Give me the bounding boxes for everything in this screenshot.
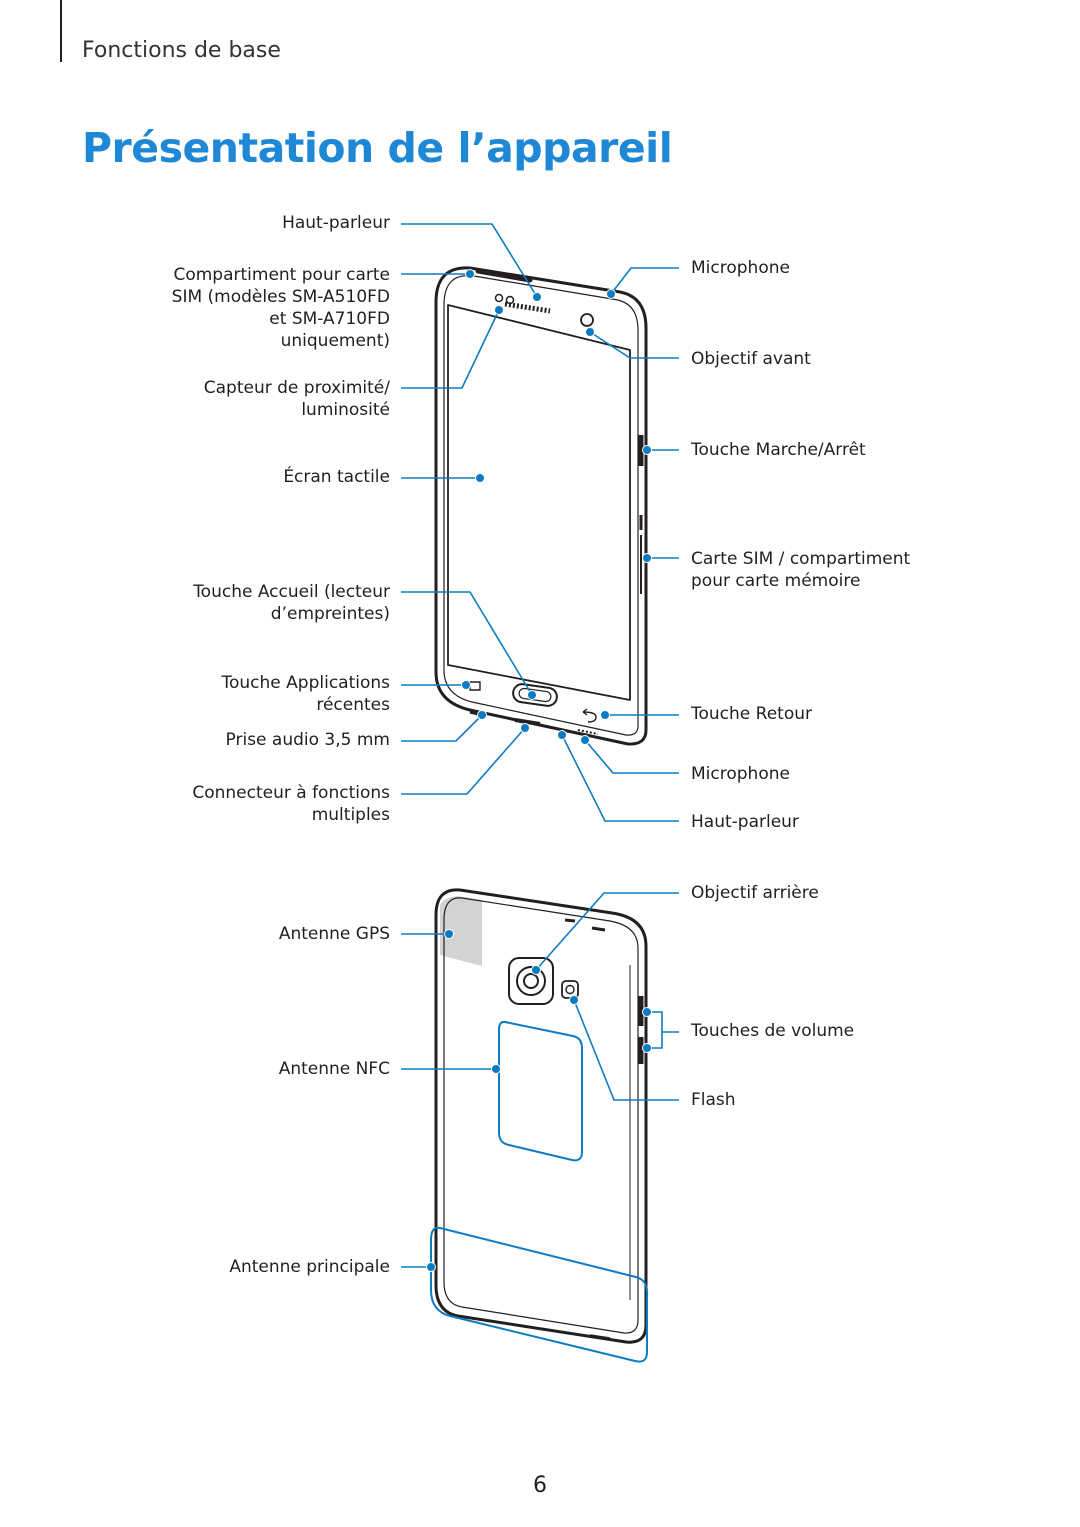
dot-back xyxy=(600,710,610,720)
label-multi-line2: multiples xyxy=(311,805,390,825)
dot-speaker-top xyxy=(532,292,542,302)
dot-gps xyxy=(444,929,454,939)
label-multi-line1: Connecteur à fonctions xyxy=(192,783,390,803)
label-speaker-bottom: Haut-parleur xyxy=(691,812,799,832)
label-sim-tray: Compartiment pour carte SIM (modèles SM-… xyxy=(172,264,390,352)
label-sim-card-line2: pour carte mémoire xyxy=(691,571,861,591)
label-touchscreen: Écran tactile xyxy=(283,467,390,487)
label-proximity-line1: Capteur de proximité/ xyxy=(203,378,390,398)
page-title: Présentation de l’appareil xyxy=(82,124,673,172)
label-proximity: Capteur de proximité/ luminosité xyxy=(204,377,390,421)
label-audio-jack: Prise audio 3,5 mm xyxy=(225,730,390,750)
leader-volume xyxy=(647,1011,679,1049)
dot-sim-card xyxy=(642,553,652,563)
back-device-illustration xyxy=(434,888,648,1344)
label-mic-bottom: Microphone xyxy=(691,764,790,784)
leader-audio xyxy=(401,714,483,742)
leader-front-cam xyxy=(589,331,679,359)
dot-home xyxy=(527,690,537,700)
front-callout-lines xyxy=(401,223,679,822)
section-header: Fonctions de base xyxy=(82,38,281,63)
label-recent-apps: Touche Applications récentes xyxy=(222,672,391,716)
label-sim-tray-line1: Compartiment pour carte xyxy=(173,265,390,285)
leader-mic-bottom xyxy=(584,739,679,774)
leader-rear-cam xyxy=(535,892,679,971)
label-sim-card: Carte SIM / compartiment pour carte mémo… xyxy=(691,548,910,592)
dot-rear-cam xyxy=(531,965,541,975)
label-proximity-line2: luminosité xyxy=(301,400,390,420)
dot-proximity xyxy=(494,305,504,315)
back-callout-lines xyxy=(401,892,679,1268)
label-sim-tray-line4: uniquement) xyxy=(280,331,390,351)
leader-flash xyxy=(573,999,679,1101)
dot-touchscreen xyxy=(475,473,485,483)
dot-volume-up xyxy=(642,1007,652,1017)
back-callout-dots xyxy=(426,929,652,1272)
page-number: 6 xyxy=(533,1473,547,1498)
leader-speaker-top xyxy=(401,223,538,298)
dot-main xyxy=(426,1262,436,1272)
label-sim-tray-line2: SIM (modèles SM-A510FD xyxy=(171,287,390,307)
nfc-antenna-outline xyxy=(498,1020,583,1162)
dot-speaker-bottom xyxy=(557,730,567,740)
gps-antenna-area xyxy=(440,896,482,966)
label-mic-top: Microphone xyxy=(691,258,790,278)
dot-mic-bottom xyxy=(580,735,590,745)
dot-audio xyxy=(477,710,487,720)
label-gps-antenna: Antenne GPS xyxy=(278,924,390,944)
leader-speaker-bottom xyxy=(561,734,679,822)
label-flash: Flash xyxy=(691,1090,736,1110)
dot-power xyxy=(642,445,652,455)
label-multipurpose: Connecteur à fonctions multiples xyxy=(192,782,390,826)
label-sim-tray-line3: et SM-A710FD xyxy=(269,309,390,329)
dot-sim-tray xyxy=(465,269,475,279)
dot-flash xyxy=(569,995,579,1005)
leader-multi xyxy=(401,727,526,795)
dot-recent xyxy=(461,680,471,690)
label-nfc-antenna: Antenne NFC xyxy=(278,1059,390,1079)
dot-front-cam xyxy=(585,327,595,337)
label-main-antenna: Antenne principale xyxy=(229,1257,390,1277)
label-volume-keys: Touches de volume xyxy=(691,1021,855,1041)
label-home-line1: Touche Accueil (lecteur xyxy=(193,582,390,602)
main-antenna-outline xyxy=(430,1226,648,1363)
label-sim-card-line1: Carte SIM / compartiment xyxy=(691,549,911,569)
dot-mic-top xyxy=(606,289,616,299)
label-recent-line2: récentes xyxy=(316,695,390,715)
front-device-illustration xyxy=(434,266,648,746)
leader-home xyxy=(401,591,533,696)
dot-volume-down xyxy=(642,1043,652,1053)
back-antenna-outlines xyxy=(430,1020,648,1363)
section-rule xyxy=(60,0,62,62)
leader-proximity xyxy=(401,309,500,389)
label-speaker-top: Haut-parleur xyxy=(282,213,390,233)
label-back-key: Touche Retour xyxy=(691,704,812,724)
label-home-line2: d’empreintes) xyxy=(270,604,390,624)
label-recent-line1: Touche Applications xyxy=(221,673,391,693)
label-front-camera: Objectif avant xyxy=(691,349,811,369)
label-rear-camera: Objectif arrière xyxy=(691,883,819,903)
leader-mic-top xyxy=(610,267,679,295)
dot-multi xyxy=(520,723,530,733)
label-power-key: Touche Marche/Arrêt xyxy=(691,440,866,460)
front-callout-dots xyxy=(461,269,652,745)
label-home-key: Touche Accueil (lecteur d’empreintes) xyxy=(193,581,390,625)
dot-nfc xyxy=(491,1064,501,1074)
